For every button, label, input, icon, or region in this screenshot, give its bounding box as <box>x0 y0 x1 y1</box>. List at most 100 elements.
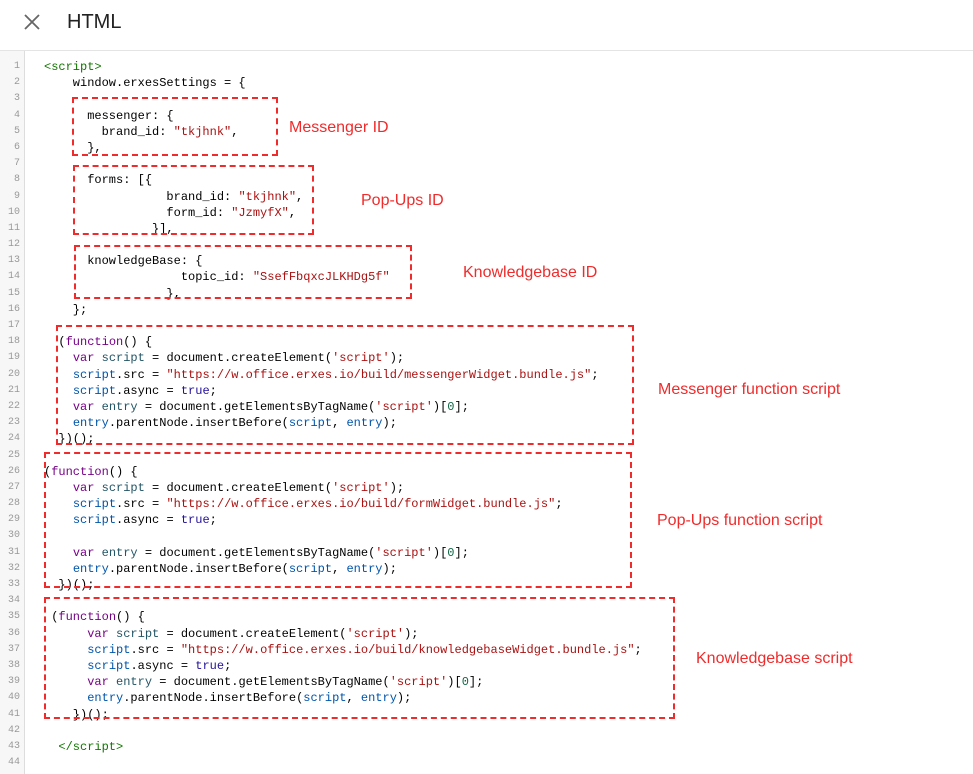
line-number: 25 <box>7 449 20 461</box>
code-token-p: .async = <box>116 383 181 398</box>
code-token-def: entry <box>101 399 138 414</box>
code-token-var: entry <box>87 691 124 706</box>
code-line: 4 messenger: { <box>0 108 973 124</box>
line-number: 33 <box>7 579 20 590</box>
line-number: 35 <box>7 611 20 623</box>
code-token-p: )[ <box>432 545 448 560</box>
line-number: 40 <box>7 692 20 704</box>
code-line: 23 entry.parentNode.insertBefore(script,… <box>0 415 973 431</box>
code-line: 37 script.src = "https://w.office.erxes.… <box>0 642 973 658</box>
code-line: 19 var script = document.createElement('… <box>0 350 973 366</box>
code-text: entry.parentNode.insertBefore(script, en… <box>44 561 397 577</box>
code-line: 26(function() { <box>0 464 973 480</box>
code-token-p: .src = <box>116 367 167 382</box>
code-token-p: ); <box>389 351 405 366</box>
line-number: 37 <box>7 643 20 655</box>
code-token-str: 'script' <box>389 675 448 690</box>
code-line: 24 })(); <box>0 431 973 447</box>
line-number: 24 <box>7 433 20 445</box>
code-token-p: ; <box>209 383 217 398</box>
line-number: 41 <box>7 708 20 720</box>
code-token-p: , <box>332 416 347 431</box>
line-number: 30 <box>7 530 20 542</box>
code-line: 3 <box>0 91 973 107</box>
code-token-p: , <box>231 124 239 139</box>
messenger-id-box <box>72 97 278 156</box>
code-line: 27 var script = document.createElement('… <box>0 480 973 496</box>
code-token-var: script <box>303 691 347 706</box>
line-number: 6 <box>13 141 20 153</box>
code-token-var: script <box>288 416 333 431</box>
code-line: 8 forms: [{ <box>0 172 973 188</box>
code-text: }, <box>44 140 102 156</box>
code-token-p: ); <box>382 416 397 431</box>
code-text: var script = document.createElement('scr… <box>44 350 404 366</box>
code-token-p: ; <box>634 642 642 657</box>
line-number: 4 <box>13 109 20 121</box>
popups-id-box <box>73 165 314 235</box>
code-line: 17 <box>0 318 973 334</box>
code-token-p: .async = <box>130 658 196 673</box>
line-number: 36 <box>7 627 20 639</box>
code-token-p: ]; <box>468 675 484 690</box>
code-line: 29 script.async = true; <box>0 512 973 528</box>
code-line: 28 script.src = "https://w.office.erxes.… <box>0 496 973 512</box>
dialog-title: HTML <box>67 11 122 33</box>
code-text: (function() { <box>44 334 152 350</box>
code-token-num: 0 <box>447 399 455 414</box>
code-token-p: ( <box>44 610 59 625</box>
code-token-p: () { <box>116 610 145 625</box>
code-token-p: = document.getElementsByTagName( <box>137 399 376 414</box>
code-token-p: () { <box>108 464 138 479</box>
code-token-var: entry <box>72 416 109 431</box>
code-token-p: )[ <box>432 399 448 414</box>
code-token-p: }; <box>44 302 88 317</box>
line-number: 13 <box>7 255 20 267</box>
code-token-var: script <box>72 497 117 512</box>
code-text: knowledgeBase: { <box>44 253 202 269</box>
line-number: 43 <box>7 740 20 752</box>
code-token-def: entry <box>116 675 153 690</box>
code-token-var: script <box>72 383 117 398</box>
code-line: 42 <box>0 723 973 739</box>
code-token-str: 'script' <box>375 399 433 414</box>
code-token-str: "tkjhnk" <box>238 189 297 204</box>
line-number: 23 <box>7 417 20 429</box>
code-token-p: , <box>346 691 361 706</box>
code-text: script.async = true; <box>44 658 231 674</box>
line-number: 19 <box>7 352 20 364</box>
code-token-kw: var <box>72 399 95 414</box>
code-token-p: ; <box>224 658 232 673</box>
code-text: var script = document.createElement('scr… <box>44 480 404 496</box>
code-text: }; <box>44 302 87 318</box>
code-token-str: "https://w.office.erxes.io/build/knowled… <box>180 642 635 657</box>
line-number: 8 <box>13 174 20 186</box>
code-token-p: .parentNode.insertBefore( <box>123 691 304 706</box>
line-number: 39 <box>7 676 20 688</box>
code-token-p: forms: [{ <box>44 173 153 188</box>
line-number: 3 <box>13 93 20 105</box>
code-line: 10 form_id: "JzmyfX", <box>0 205 973 221</box>
code-token-str: "tkjhnk" <box>173 124 232 139</box>
close-icon <box>24 14 40 30</box>
code-line: 39 var entry = document.getElementsByTag… <box>0 674 973 690</box>
code-token-str: "JzmyfX" <box>231 205 289 220</box>
messenger-script-box <box>56 325 634 445</box>
code-token-str: "https://w.office.erxes.io/build/formWid… <box>166 497 556 512</box>
code-line: 33 })(); <box>0 577 973 593</box>
line-number: 31 <box>7 546 20 558</box>
code-line: 7 <box>0 156 973 172</box>
code-token-tag: </script> <box>44 739 124 754</box>
knowledgebase-script-box <box>44 597 675 719</box>
close-button[interactable] <box>20 10 44 34</box>
code-text: script.src = "https://w.office.erxes.io/… <box>44 496 563 512</box>
code-line: 13 knowledgeBase: { <box>0 253 973 269</box>
line-number: 15 <box>7 287 20 299</box>
code-token-p: form_id: <box>44 205 232 220</box>
code-token-p: }, <box>44 140 102 155</box>
code-token-kw: var <box>72 545 95 560</box>
code-token-tag: <script> <box>44 60 102 74</box>
code-token-def: script <box>101 351 145 366</box>
